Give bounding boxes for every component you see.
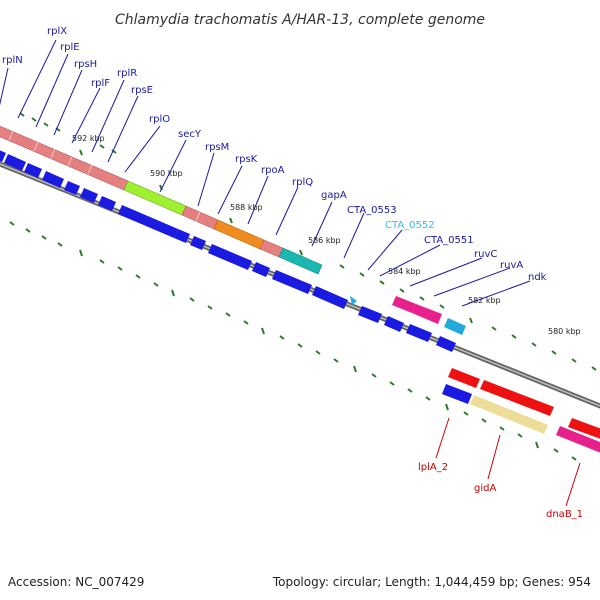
bottom-strand-genes <box>442 368 600 453</box>
gene-label-CTA-0553: CTA_0553 <box>347 205 397 216</box>
gene-arrow <box>42 171 64 188</box>
gene-arrow <box>208 244 252 270</box>
accession-text: Accession: NC_007429 <box>8 575 144 589</box>
gene-label-dnaB-1: dnaB_1 <box>546 509 583 520</box>
gene-block-lplA-2 <box>442 384 472 404</box>
kbp-label-586: 586 kbp <box>308 236 341 245</box>
top-colored-genes <box>0 125 466 335</box>
gene-label-rpsE: rpsE <box>131 85 153 96</box>
gene-label-rpsH: rpsH <box>74 59 97 70</box>
gene-block-red-1 <box>448 368 480 388</box>
gene-label-gapA: gapA <box>321 190 347 201</box>
top-gene-labels: rplX rplN rplE rpsH rplF rplR rpsE rplO … <box>2 26 547 283</box>
kbp-label-592: 592 kbp <box>72 134 105 143</box>
gene-block-CTA-0552 <box>350 296 357 305</box>
gene-arrow <box>384 316 404 332</box>
map-title: Chlamydia trachomatis A/HAR-13, complete… <box>115 12 485 28</box>
bottom-gene-labels: lplA_2 gidA dnaB_1 <box>418 462 583 520</box>
gene-block-rpoA <box>213 219 265 250</box>
gene-label-ruvC: ruvC <box>474 249 497 260</box>
kbp-label-582: 582 kbp <box>468 296 501 305</box>
gene-arrow <box>24 163 42 178</box>
gene-arrow <box>406 324 432 342</box>
gene-arrow <box>0 150 6 162</box>
gene-block-ndk <box>444 318 466 335</box>
gene-arrow <box>436 336 456 352</box>
genome-summary-text: Topology: circular; Length: 1,044,459 bp… <box>272 575 591 589</box>
gene-arrow <box>272 270 312 294</box>
gene-label-rpsM: rpsM <box>205 142 229 153</box>
gene-arrow <box>80 188 98 203</box>
gene-block-ruvC <box>392 296 416 313</box>
gene-label-rplF: rplF <box>91 78 110 89</box>
gene-label-ruvA: ruvA <box>500 260 523 271</box>
blue-arrows-row-1 <box>0 150 456 352</box>
gene-arrow <box>64 181 80 195</box>
gene-arrow <box>174 229 190 243</box>
gene-block-dnaB-1 <box>556 426 600 453</box>
scale-labels: 592 kbp 590 kbp 588 kbp 586 kbp 584 kbp … <box>72 134 581 336</box>
gene-label-rplX: rplX <box>47 26 67 37</box>
gene-label-lplA-2: lplA_2 <box>418 462 448 473</box>
gene-arrow <box>118 205 178 238</box>
gene-block-salmon-1 <box>0 125 129 191</box>
gene-label-rplQ: rplQ <box>292 177 313 188</box>
gene-label-CTA-0552: CTA_0552 <box>385 220 435 231</box>
kbp-label-588: 588 kbp <box>230 203 263 212</box>
gene-block-gapA <box>278 247 323 275</box>
gene-block-red-2 <box>480 380 554 416</box>
gene-label-rplE: rplE <box>60 42 80 53</box>
gene-arrow <box>252 262 270 277</box>
gene-label-secY: secY <box>178 129 202 140</box>
gene-label-rpoA: rpoA <box>261 165 285 176</box>
gene-block-salmon-2 <box>181 205 219 230</box>
bottom-label-leaders <box>435 417 581 507</box>
kbp-label-590: 590 kbp <box>150 169 183 178</box>
gene-arrow <box>190 236 206 250</box>
gene-block-rplQ <box>259 239 284 258</box>
tick-row-inner <box>9 221 577 461</box>
kbp-label-580: 580 kbp <box>548 327 581 336</box>
gene-block-red-3 <box>568 418 600 439</box>
gene-arrow <box>98 196 116 211</box>
gene-arrow <box>312 286 348 309</box>
gene-block-ruvA <box>412 304 442 324</box>
gene-block-gidA <box>470 395 548 434</box>
gene-label-rplO: rplO <box>149 114 170 125</box>
top-label-leaders <box>0 39 531 307</box>
gene-label-gidA: gidA <box>474 483 496 494</box>
gene-label-rplN: rplN <box>2 55 23 66</box>
gene-label-rpsK: rpsK <box>235 154 258 165</box>
gene-arrow <box>4 154 26 171</box>
gene-label-CTA-0551: CTA_0551 <box>424 235 474 246</box>
gene-arrow <box>358 306 382 323</box>
kbp-label-584: 584 kbp <box>388 267 421 276</box>
gene-label-rplR: rplR <box>117 68 137 79</box>
gene-label-ndk: ndk <box>528 272 547 283</box>
